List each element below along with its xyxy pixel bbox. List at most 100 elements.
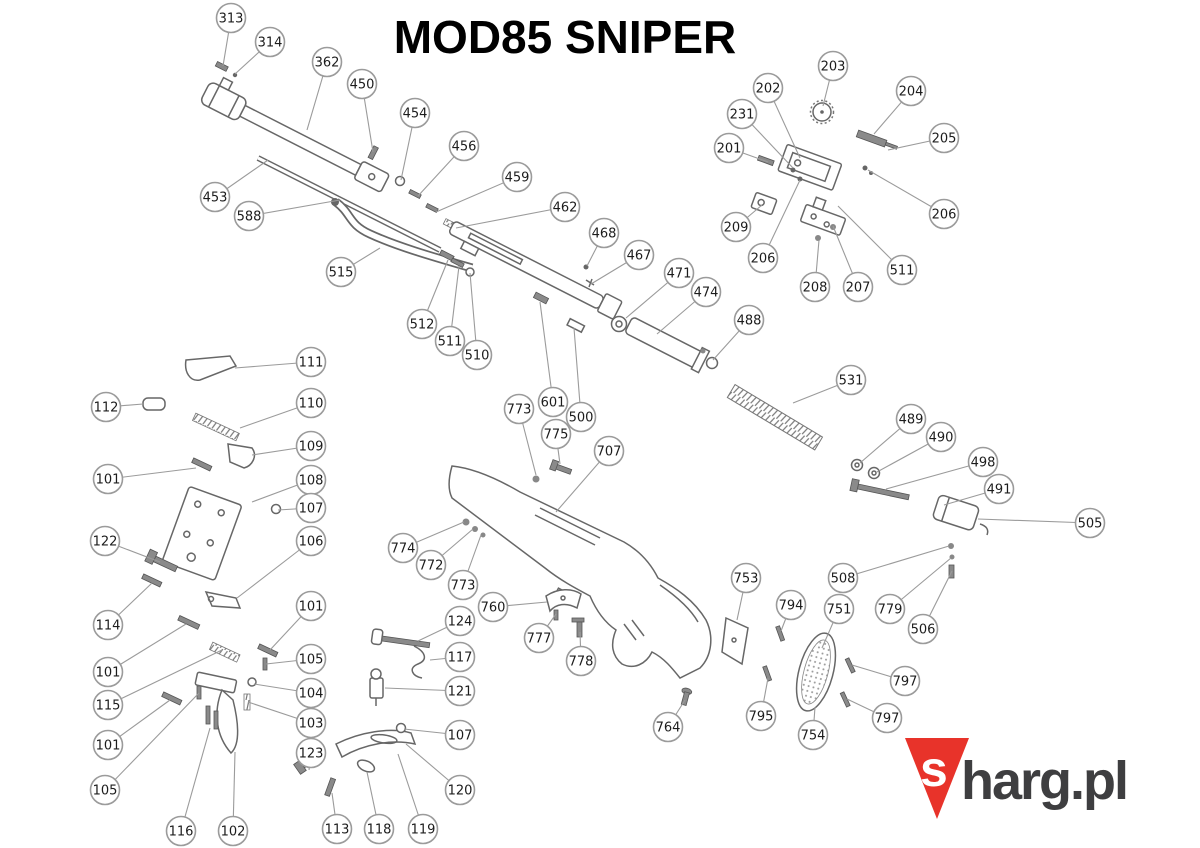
- callout-number-204: 204: [899, 85, 924, 100]
- callout-number-314: 314: [258, 36, 283, 51]
- callout-balloon-102: [217, 815, 249, 847]
- callout-number-753: 753: [734, 572, 759, 587]
- callout-balloon-588: [233, 200, 265, 232]
- callout-balloon-601: [537, 386, 569, 418]
- callout-balloon-313: [215, 2, 247, 34]
- callout-number-101: 101: [96, 473, 121, 488]
- callout-number-707: 707: [597, 445, 622, 460]
- callout-number-107: 107: [299, 502, 324, 517]
- callout-number-774: 774: [391, 542, 416, 557]
- callout-balloon-116: [165, 815, 197, 847]
- callout-balloon-208: [799, 271, 831, 303]
- receiver-tube: [448, 221, 623, 320]
- callout-number-797: 797: [875, 712, 900, 727]
- callout-balloon-506: [907, 613, 939, 645]
- callout-balloon-109: [295, 430, 327, 462]
- callout-balloon-508: [827, 562, 859, 594]
- callout-balloon-117: [444, 641, 476, 673]
- callout-balloon-362: [311, 46, 343, 78]
- callout-number-773: 773: [451, 579, 476, 594]
- callout-number-751: 751: [827, 603, 852, 618]
- callout-balloon-511: [886, 254, 918, 286]
- callout-number-207: 207: [846, 281, 871, 296]
- callout-number-510: 510: [465, 349, 490, 364]
- callout-balloon-777: [523, 622, 555, 654]
- piston-assembly: [610, 315, 719, 374]
- barrel-tube: [256, 155, 442, 253]
- callout-balloon-206: [928, 198, 960, 230]
- callout-number-206: 206: [751, 252, 776, 267]
- callout-balloon-207: [842, 271, 874, 303]
- diagram-title: MOD85 SNIPER: [393, 11, 737, 63]
- callout-number-112: 112: [94, 401, 119, 416]
- callout-number-760: 760: [481, 601, 506, 616]
- callout-number-764: 764: [656, 721, 681, 736]
- logo-text: harg.pl: [961, 751, 1127, 811]
- callout-balloon-105: [89, 774, 121, 806]
- callout-number-231: 231: [730, 108, 755, 123]
- linkage-parts: [369, 628, 431, 706]
- callout-number-116: 116: [169, 825, 194, 840]
- leader-line-505: [977, 518, 1091, 524]
- callout-number-205: 205: [932, 132, 957, 147]
- callout-balloon-101: [92, 729, 124, 761]
- callout-number-797: 797: [893, 675, 918, 690]
- callout-number-208: 208: [803, 281, 828, 296]
- callout-number-515: 515: [329, 266, 354, 281]
- callout-number-794: 794: [779, 599, 804, 614]
- callout-number-468: 468: [592, 227, 617, 242]
- callout-number-511: 511: [438, 335, 463, 350]
- stock-bracket: [545, 589, 585, 638]
- callout-number-209: 209: [724, 221, 749, 236]
- callout-balloon-794: [775, 589, 807, 621]
- callout-number-362: 362: [315, 56, 340, 71]
- callout-balloon-505: [1074, 507, 1106, 539]
- logo-letter-s: s: [920, 741, 948, 797]
- leader-line-601: [539, 301, 554, 403]
- callout-number-110: 110: [299, 397, 324, 412]
- callout-number-101: 101: [96, 666, 121, 681]
- callout-balloon-778: [565, 645, 597, 677]
- callout-balloon-498: [967, 446, 999, 478]
- callout-balloon-797: [871, 702, 903, 734]
- callout-balloon-773: [503, 393, 535, 425]
- callout-balloon-101: [295, 590, 327, 622]
- callout-number-108: 108: [299, 474, 324, 489]
- callout-number-498: 498: [971, 456, 996, 471]
- callout-balloon-111: [295, 346, 327, 378]
- callout-number-202: 202: [756, 82, 781, 97]
- callout-number-488: 488: [737, 314, 762, 329]
- callout-balloon-512: [406, 308, 438, 340]
- exploded-parts-artwork: [141, 60, 989, 797]
- callout-balloon-707: [593, 435, 625, 467]
- callout-number-120: 120: [448, 784, 473, 799]
- callout-number-122: 122: [93, 535, 118, 550]
- callout-number-106: 106: [299, 535, 324, 550]
- callout-balloon-773: [447, 569, 479, 601]
- callout-balloon-795: [745, 700, 777, 732]
- callout-number-489: 489: [899, 413, 924, 428]
- callout-balloon-453: [199, 181, 231, 213]
- callout-balloon-491: [983, 473, 1015, 505]
- leader-line-462: [455, 206, 566, 229]
- callout-balloon-110: [295, 387, 327, 419]
- callout-balloon-115: [92, 689, 124, 721]
- callout-balloon-209: [720, 211, 752, 243]
- callout-number-107: 107: [448, 729, 473, 744]
- callout-balloon-471: [663, 257, 695, 289]
- callout-balloon-120: [444, 774, 476, 806]
- front-sight-pin: [214, 60, 238, 78]
- leader-line-508: [842, 545, 950, 579]
- callout-balloon-107: [295, 492, 327, 524]
- callout-balloon-201: [713, 132, 745, 164]
- callout-number-453: 453: [203, 191, 228, 206]
- callout-number-459: 459: [505, 171, 530, 186]
- callout-number-119: 119: [411, 823, 436, 838]
- callout-number-113: 113: [325, 823, 350, 838]
- callout-number-124: 124: [448, 615, 473, 630]
- trigger-block-parts: [142, 355, 282, 609]
- callout-number-121: 121: [448, 685, 473, 700]
- callout-balloon-114: [92, 609, 124, 641]
